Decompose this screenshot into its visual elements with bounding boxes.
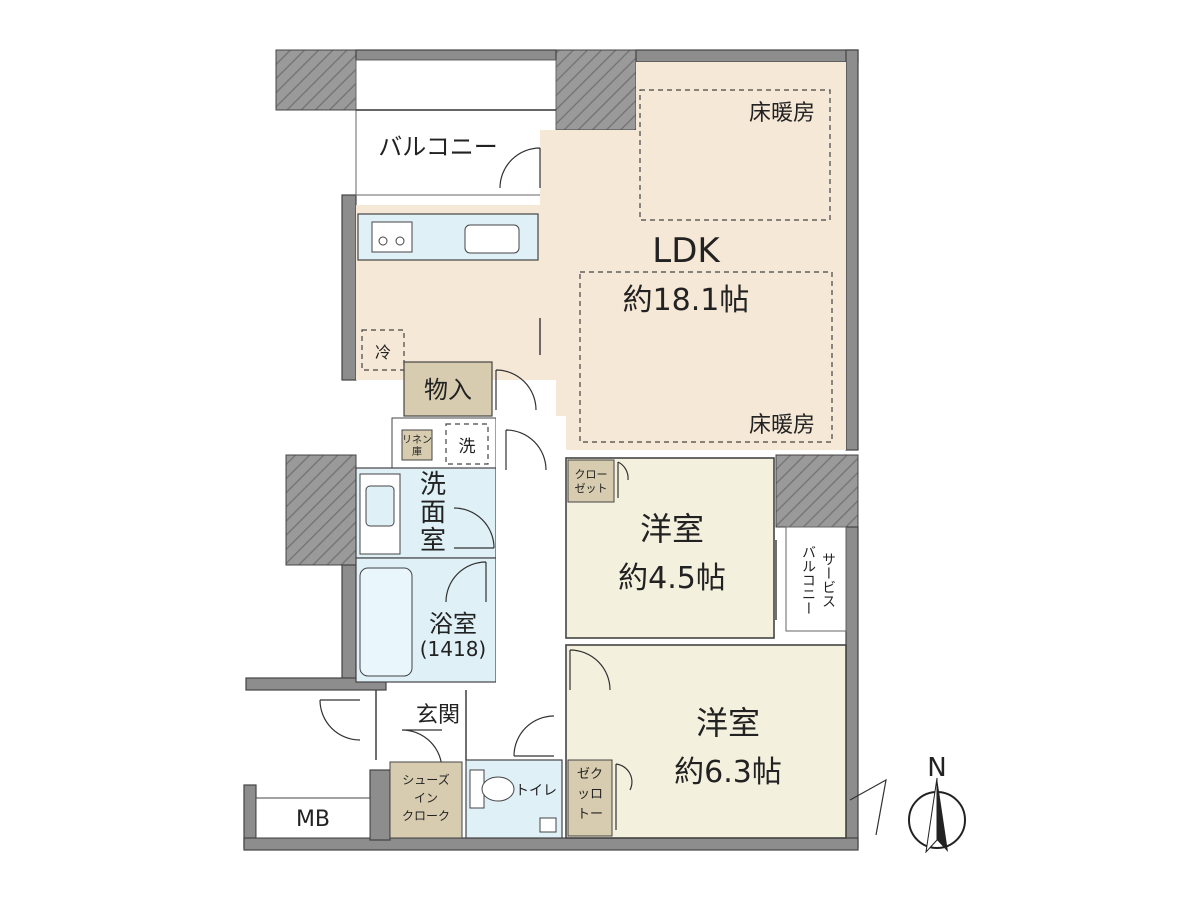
wall-bottom: [243, 837, 859, 851]
western1-size-label: 約4.5帖: [618, 561, 726, 596]
ldk-floor: [356, 62, 846, 450]
stove-icon: [371, 221, 413, 253]
closet-1: [567, 459, 615, 503]
bathtub-icon: [359, 567, 413, 677]
closet-2: [567, 759, 613, 837]
entrance-label: 玄関: [416, 703, 460, 728]
closet-2-door-icon: [615, 763, 633, 830]
mb-space: [255, 797, 371, 839]
shoes-in-closet: [389, 761, 463, 839]
storage-label: 物入: [424, 376, 472, 404]
column-top-middle: [555, 49, 637, 131]
washer-space: [445, 423, 489, 465]
column-top-left: [275, 49, 361, 111]
closet-2-label-2: ッロ: [577, 787, 603, 802]
north-arrow-icon: [908, 777, 966, 854]
sink-icon: [464, 224, 520, 254]
hallway: [496, 416, 566, 756]
service-balcony: [785, 526, 847, 632]
service-balcony-label-2: バルコニー: [800, 545, 816, 615]
wall-right-upper: [845, 49, 859, 451]
linen-label-1: リネン: [402, 434, 432, 446]
washroom-label-3: 室: [420, 526, 446, 556]
closet-1-door-icon: [617, 461, 629, 498]
ldk-size-label: 約18.1帖: [623, 283, 750, 318]
front-door-icon: [319, 699, 361, 741]
toilet-bowl-icon: [481, 776, 515, 802]
washer-label: 洗: [459, 437, 476, 457]
mb-label: MB: [296, 807, 330, 832]
toilet-label: トイレ: [515, 783, 557, 799]
toilet-door-icon: [513, 715, 555, 757]
floor-heat-bottom-label: 床暖房: [749, 413, 815, 438]
storage-door-icon: [495, 369, 537, 411]
room2-door-icon: [569, 649, 611, 691]
wall-entrance-top: [245, 677, 387, 691]
toilet-sink-icon: [539, 817, 557, 833]
balcony-label: バルコニー: [378, 133, 498, 161]
linen-storage: [401, 429, 433, 461]
bath-size-label: (1418): [420, 637, 487, 661]
closet-2-label-3: トー: [577, 807, 603, 822]
wall-shoes-left: [369, 769, 391, 841]
shoes-label-1: シューズ: [402, 772, 449, 787]
linen-label-2: 庫: [412, 445, 422, 458]
balcony-door-icon: [499, 147, 541, 189]
balcony-rail-top: [355, 49, 557, 61]
column-right: [775, 454, 859, 528]
western1-label: 洋室: [640, 510, 704, 548]
floor-heating-zone-top: [639, 89, 831, 221]
washroom-label-2: 面: [420, 498, 446, 528]
exterior-walls: [243, 49, 859, 851]
storage-room: [403, 361, 493, 417]
north-label: N: [927, 753, 946, 783]
exterior-door-icon: [849, 778, 887, 836]
wall-left-middle: [341, 564, 357, 686]
wall-top: [635, 49, 859, 63]
western2-label: 洋室: [696, 704, 760, 742]
closet-1-label-1: クロー: [575, 468, 608, 481]
wall-left-upper: [341, 194, 357, 381]
shoes-label-2: イン: [414, 791, 438, 805]
entrance-hall: [390, 690, 466, 760]
fridge-label: 冷: [375, 343, 391, 362]
column-left: [285, 454, 357, 566]
floor-heating-zone-bottom: [579, 271, 833, 443]
ldk-label: LDK: [652, 231, 721, 271]
western-room-2: [565, 644, 847, 839]
floor-heat-top-label: 床暖房: [749, 101, 815, 126]
balcony-area: [355, 59, 557, 196]
western2-size-label: 約6.3帖: [674, 755, 782, 790]
shoes-label-3: クローク: [402, 809, 450, 823]
bath-label: 浴室: [429, 610, 477, 638]
bath-door-icon: [445, 561, 487, 603]
closet-1-label-2: ゼット: [575, 482, 608, 495]
fridge-space: [361, 329, 405, 371]
vanity-sink-icon: [365, 485, 395, 527]
washroom-door-icon: [453, 507, 495, 549]
closet-2-label-1: ゼク: [577, 767, 603, 782]
washroom-label-1: 洗: [420, 470, 446, 500]
hall-door-icon: [505, 429, 547, 471]
service-balcony-label-1: サービス: [820, 552, 836, 608]
